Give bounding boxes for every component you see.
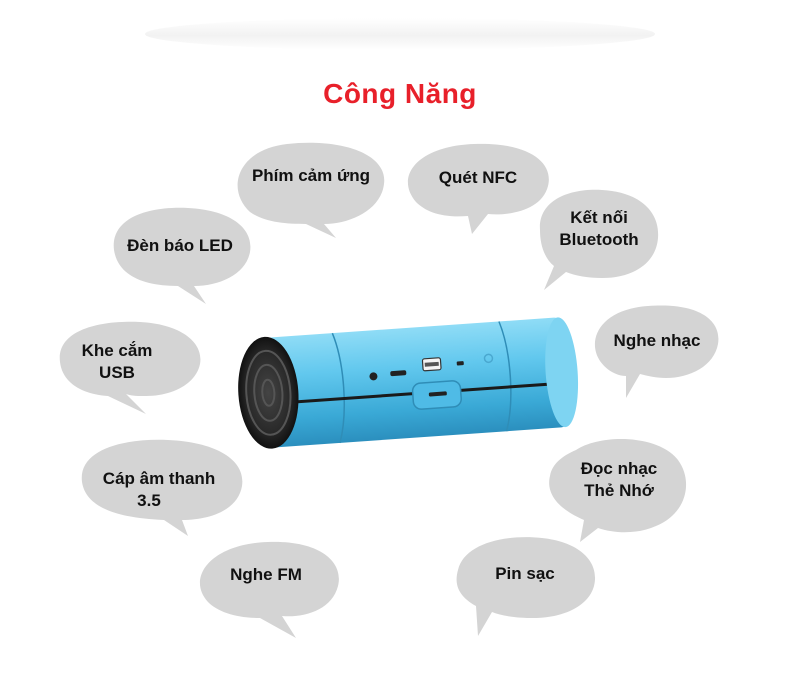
label-led: Đèn báo LED	[127, 236, 233, 255]
speech-bubble-audio-cable	[81, 439, 243, 536]
speech-bubble-touch-keys	[237, 142, 385, 238]
speech-bubble-fm	[199, 541, 339, 638]
top-shadow	[145, 18, 655, 50]
label-usb: Khe cắm USB	[81, 341, 153, 382]
label-touch-keys: Phím cảm ứng	[251, 166, 371, 185]
speech-bubble-usb	[59, 321, 201, 414]
speech-bubble-battery	[456, 537, 596, 636]
speech-bubble-memory-card	[549, 439, 687, 542]
label-music: Nghe nhạc	[613, 331, 701, 350]
speech-bubble-nfc	[407, 143, 549, 234]
label-audio-cable: Cáp âm thanh 3.5	[102, 469, 216, 510]
page-title: Công Năng	[323, 78, 477, 109]
label-battery: Pin sạc	[495, 564, 555, 583]
label-bluetooth: Kết nối Bluetooth	[559, 208, 639, 249]
speaker-product-image	[238, 317, 579, 449]
label-memory-card: Đọc nhạc Thẻ Nhớ	[580, 459, 658, 500]
label-nfc: Quét NFC	[438, 168, 518, 187]
label-fm: Nghe FM	[230, 565, 302, 584]
speech-bubble-music	[594, 305, 719, 398]
speech-bubble-led	[113, 207, 251, 304]
speech-bubble-bluetooth	[539, 189, 659, 290]
